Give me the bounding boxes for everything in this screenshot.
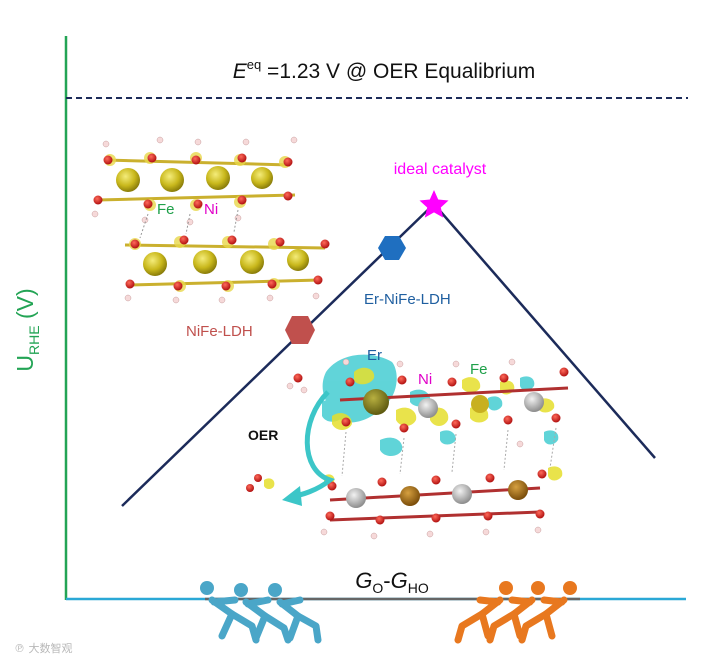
atom-label-ni-top: Ni — [204, 201, 218, 218]
x-axis-label: GO-GHO — [355, 568, 429, 596]
nife-ldh-label: NiFe-LDH — [186, 323, 253, 340]
x-sub2: HO — [408, 580, 429, 596]
ideal-catalyst-star-icon — [419, 190, 449, 218]
equilibrium-label: Eeq =1.23 V @ OER Equalibrium — [233, 57, 536, 83]
atom-label-er: Er — [367, 347, 382, 364]
y-unit: (V) — [12, 288, 38, 325]
x-dash: - — [383, 568, 390, 593]
y-base: U — [12, 355, 38, 372]
er-nife-ldh-label: Er-NiFe-LDH — [364, 291, 451, 308]
left-team-figures-icon — [200, 581, 322, 644]
watermark-text: 大数智观 — [28, 642, 73, 655]
er-nife-ldh-hexagon-icon — [378, 236, 406, 260]
eq-superscript: eq — [247, 57, 261, 72]
x-g1: G — [355, 568, 372, 593]
watermark-logo-icon: ℗ — [14, 642, 29, 655]
watermark: ℗ 大数智观 — [14, 640, 73, 656]
atom-label-fe-bottom: Fe — [470, 361, 488, 378]
right-team-figures-icon — [454, 581, 577, 644]
y-axis-label: URHE (V) — [12, 288, 42, 371]
reaction-arrow — [291, 390, 336, 499]
atom-label-ni-bottom: Ni — [418, 371, 432, 388]
er-nife-ldh-structure — [246, 354, 569, 540]
x-sub1: O — [372, 580, 383, 596]
oer-label: OER — [248, 427, 278, 443]
y-sub: RHE — [26, 325, 42, 355]
nife-ldh-structure — [91, 136, 330, 304]
volcano-right-branch — [433, 203, 656, 459]
ideal-catalyst-label: ideal catalyst — [394, 161, 487, 178]
atom-label-fe-top: Fe — [157, 201, 175, 218]
nife-ldh-hexagon-icon — [285, 316, 315, 344]
x-g2: G — [391, 568, 408, 593]
eq-symbol: E — [233, 60, 248, 83]
eq-rest: =1.23 V @ OER Equalibrium — [261, 60, 535, 83]
reaction-arrowhead — [282, 486, 302, 506]
